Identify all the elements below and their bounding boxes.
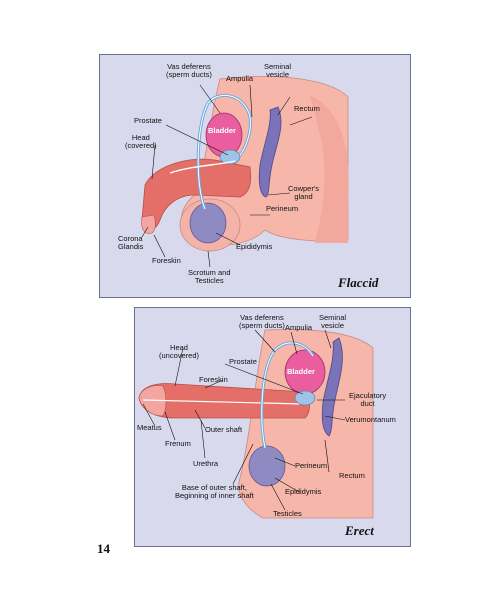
label-ampulla: Ampulia bbox=[226, 74, 254, 83]
label-prostate: Prostate bbox=[229, 357, 257, 366]
erect-diagram-panel: Vas deferens(sperm ducts) Ampulia Semina… bbox=[134, 307, 411, 547]
erect-anatomy-illustration bbox=[138, 329, 374, 519]
label-epididymis: Epididymis bbox=[285, 487, 322, 496]
flaccid-diagram-panel: Vas deferens(sperm ducts) Ampulia Semina… bbox=[99, 54, 411, 298]
flaccid-anatomy-illustration bbox=[141, 76, 349, 268]
label-perineum: Perineum bbox=[266, 204, 299, 213]
label-urethra: Urethra bbox=[193, 459, 219, 468]
label-vas-deferens: Vas deferens(sperm ducts) bbox=[239, 313, 285, 330]
label-rectum: Rectum bbox=[294, 104, 320, 113]
label-prostate: Prostate bbox=[134, 116, 162, 125]
label-rectum: Rectum bbox=[339, 471, 365, 480]
label-ampulla: Ampulia bbox=[285, 323, 313, 332]
label-epididymis: Epididymis bbox=[236, 242, 273, 251]
label-testicles: Testicles bbox=[273, 509, 302, 518]
label-foreskin: Foreskin bbox=[199, 375, 228, 384]
label-bladder: Bladder bbox=[287, 367, 315, 376]
diagram-title-erect: Erect bbox=[345, 523, 374, 538]
label-head-covered: Head(covered) bbox=[125, 133, 157, 150]
label-verumontanum: Verumontanum bbox=[345, 415, 396, 424]
page-number: 14 bbox=[97, 541, 110, 556]
label-head-uncovered: Head(uncovered) bbox=[159, 343, 200, 360]
label-frenum: Frenum bbox=[165, 439, 191, 448]
label-foreskin: Foreskin bbox=[152, 256, 181, 265]
label-perineum: Perineum bbox=[295, 461, 328, 470]
label-bladder: Bladder bbox=[208, 126, 236, 135]
label-base-of-shaft: Base of outer shaft,Beginning of inner s… bbox=[175, 483, 254, 500]
label-outer-shaft: Outer shaft bbox=[205, 425, 243, 434]
label-meatus: Meatus bbox=[137, 423, 162, 432]
diagram-title-flaccid: Flaccid bbox=[338, 275, 379, 290]
label-vas-deferens: Vas deferens(sperm ducts) bbox=[166, 62, 212, 79]
